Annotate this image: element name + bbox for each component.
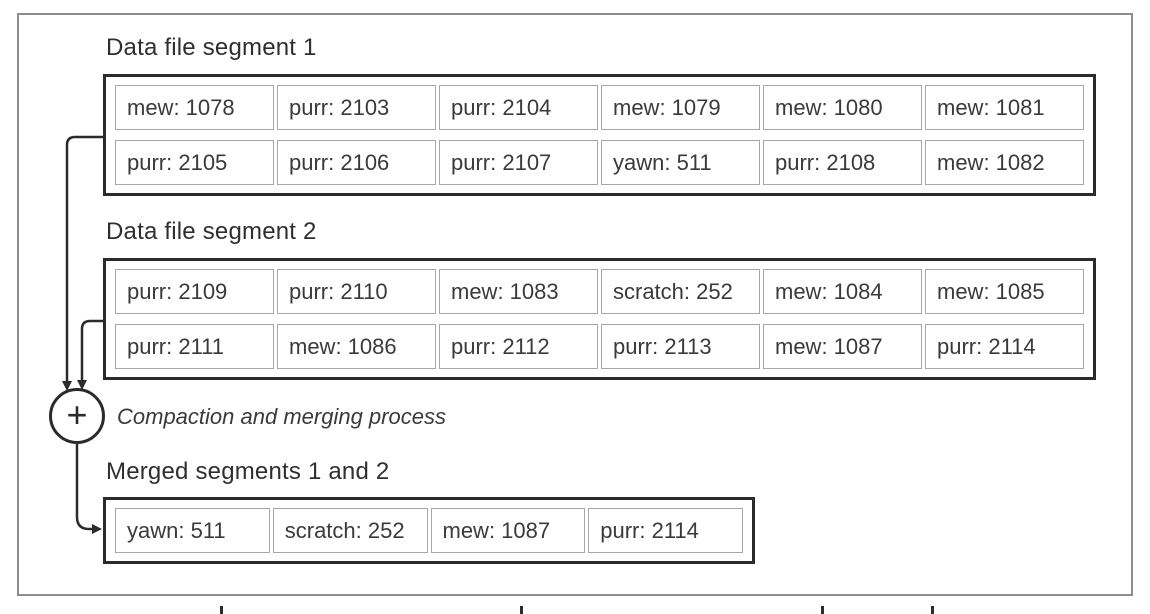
record-cell: purr: 2110 — [277, 269, 436, 314]
record-cell: mew: 1083 — [439, 269, 598, 314]
segment2-title: Data file segment 2 — [106, 218, 317, 245]
cut-off-caption-fragment — [220, 606, 223, 614]
record-cell: purr: 2105 — [115, 140, 274, 185]
record-cell: purr: 2109 — [115, 269, 274, 314]
record-cell: mew: 1078 — [115, 85, 274, 130]
record-cell: mew: 1079 — [601, 85, 760, 130]
record-cell: purr: 2111 — [115, 324, 274, 369]
record-cell: mew: 1080 — [763, 85, 922, 130]
record-cell: purr: 2113 — [601, 324, 760, 369]
record-cell: purr: 2103 — [277, 85, 436, 130]
record-cell: yawn: 511 — [115, 508, 270, 553]
record-cell: mew: 1087 — [763, 324, 922, 369]
record-cell: purr: 2107 — [439, 140, 598, 185]
record-cell: purr: 2108 — [763, 140, 922, 185]
segment1-title: Data file segment 1 — [106, 34, 317, 61]
merged-title: Merged segments 1 and 2 — [106, 458, 390, 485]
record-cell: mew: 1086 — [277, 324, 436, 369]
plus-icon: + — [66, 394, 88, 435]
cut-off-caption-fragment — [821, 606, 824, 614]
record-cell: mew: 1087 — [430, 508, 586, 553]
record-cell: purr: 2112 — [439, 324, 598, 369]
record-cell: mew: 1084 — [763, 269, 922, 314]
record-cell: scratch: 252 — [601, 269, 760, 314]
record-cell: mew: 1082 — [925, 140, 1084, 185]
record-cell: mew: 1081 — [925, 85, 1084, 130]
record-cell: yawn: 511 — [601, 140, 760, 185]
record-cell: scratch: 252 — [272, 508, 428, 553]
record-cell: purr: 2114 — [588, 508, 743, 553]
cut-off-caption-fragment — [931, 606, 934, 614]
merge-process-label: Compaction and merging process — [117, 404, 446, 429]
record-cell: purr: 2114 — [925, 324, 1084, 369]
record-cell: purr: 2106 — [277, 140, 436, 185]
merge-node-circle: + — [49, 388, 105, 444]
record-cell: mew: 1085 — [925, 269, 1084, 314]
record-cell: purr: 2104 — [439, 85, 598, 130]
cut-off-caption-fragment — [520, 606, 523, 614]
